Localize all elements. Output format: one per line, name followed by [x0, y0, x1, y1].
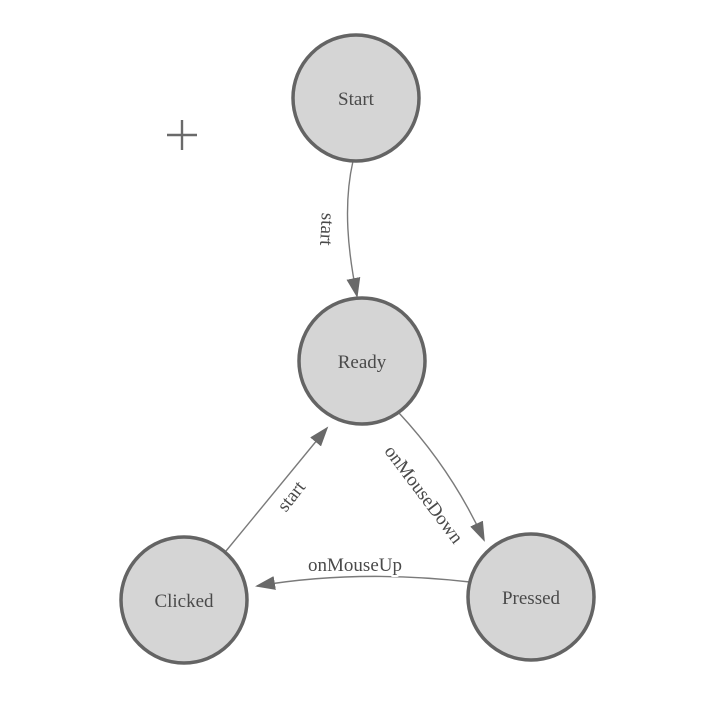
transition-label-start: start	[315, 212, 338, 246]
transition-path-start-to-ready[interactable]	[346, 160, 361, 298]
state-node-pressed[interactable]: Pressed	[466, 532, 596, 662]
state-circle-clicked[interactable]	[119, 535, 249, 665]
transition-path-ready-to-pressed[interactable]	[398, 412, 485, 542]
transition-label-start-2: start	[273, 477, 310, 516]
state-node-ready[interactable]: Ready	[297, 296, 427, 426]
state-label-ready: Ready	[338, 352, 387, 373]
transition-label-onmousedown: onMouseDown	[380, 442, 468, 549]
transition-label-onmouseup: onMouseUp	[308, 555, 402, 576]
state-circle-pressed[interactable]	[466, 532, 596, 662]
state-node-clicked[interactable]: Clicked	[119, 535, 249, 665]
state-label-clicked: Clicked	[154, 591, 214, 612]
transition-clicked-to-ready[interactable]: start	[225, 426, 329, 552]
state-label-start: Start	[338, 89, 375, 110]
transition-start-to-ready[interactable]: start	[313, 160, 361, 298]
state-label-pressed: Pressed	[502, 588, 561, 609]
state-node-start[interactable]: Start	[291, 33, 421, 163]
transition-path-clicked-to-ready[interactable]	[225, 426, 329, 552]
state-circle-ready[interactable]	[297, 296, 427, 426]
transition-pressed-to-clicked[interactable]: onMouseUp	[255, 553, 471, 590]
transition-path-pressed-to-clicked[interactable]	[255, 575, 471, 590]
state-circle-start[interactable]	[291, 33, 421, 163]
transition-ready-to-pressed[interactable]: onMouseDown	[378, 412, 485, 550]
crosshair-plus-icon	[167, 120, 197, 150]
